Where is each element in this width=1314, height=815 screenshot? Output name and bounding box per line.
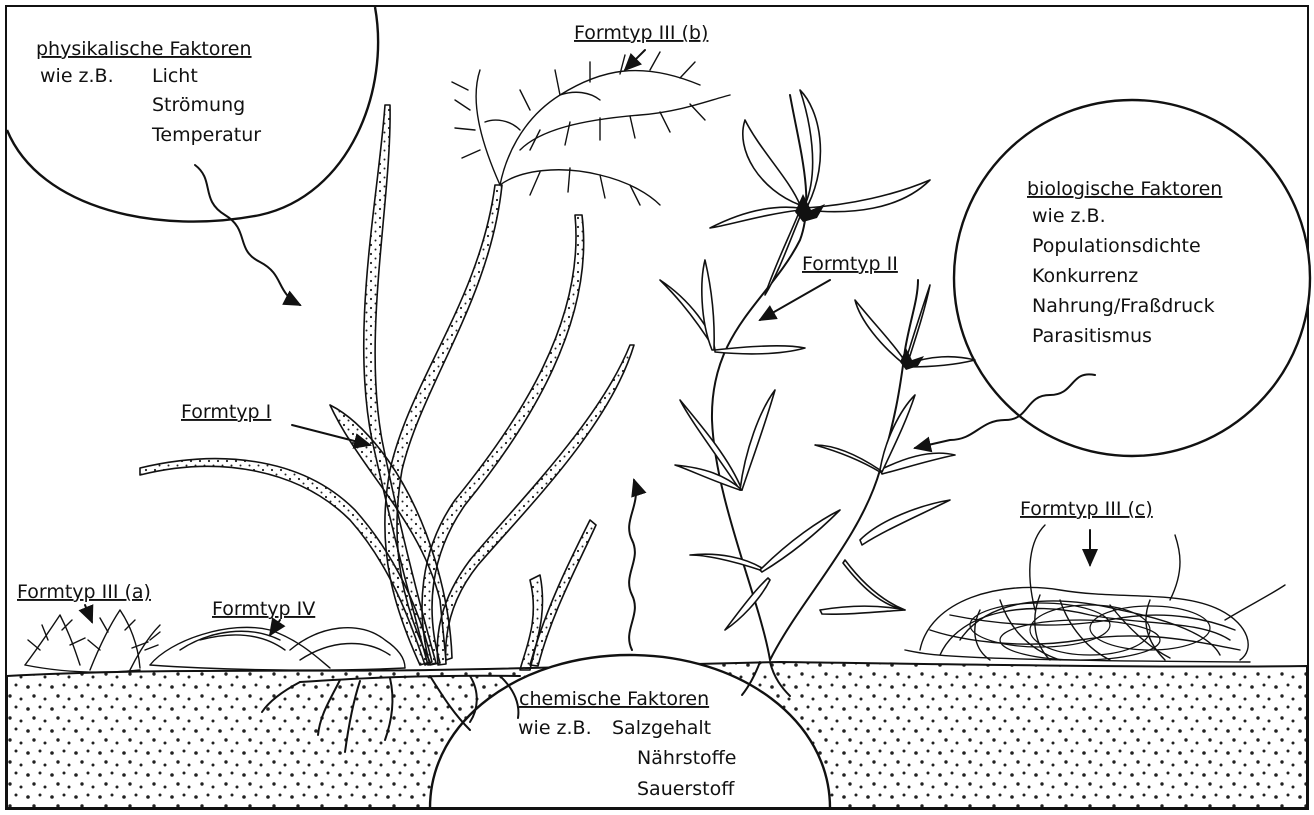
chemical-factor-item: Sauerstoff (637, 778, 735, 800)
formtyp-IIIa-plant (25, 610, 160, 672)
formtyp-II-label: Formtyp II (802, 253, 898, 275)
formtyp-IIIc-label: Formtyp III (c) (1020, 498, 1153, 520)
chemical-factor-item: Nährstoffe (637, 747, 736, 769)
formtyp-I-label: Formtyp I (181, 401, 271, 423)
biological-factor-item: Parasitismus (1032, 325, 1152, 347)
biological-factor-item: Konkurrenz (1032, 265, 1138, 287)
formtyp-IIIb-pointer (625, 50, 645, 70)
formtyp-IIIa-pointer (85, 605, 92, 622)
biological-factor-item: Nahrung/Fraßdruck (1032, 295, 1215, 317)
formtyp-II-plant (660, 90, 975, 660)
chemical-factors-title: chemische Faktoren (519, 688, 709, 710)
physical-factor-item: Temperatur (151, 124, 261, 146)
biological-factors-intro: wie z.B. (1032, 205, 1106, 227)
chemical-factor-item: Salzgehalt (612, 717, 711, 739)
formtyp-IIIb-label: Formtyp III (b) (574, 22, 708, 44)
physical-factors-intro: wie z.B. (40, 65, 114, 87)
formtyp-IIIa-label: Formtyp III (a) (17, 581, 151, 603)
formtyp-IV-label: Formtyp IV (212, 598, 315, 620)
chemical-factors-intro: wie z.B. (518, 717, 592, 739)
physical-factor-item: Strömung (152, 94, 245, 116)
physical-factor-item: Licht (152, 65, 198, 87)
physical-factors-title: physikalische Faktoren (36, 38, 252, 60)
formtyp-IV-plant (150, 627, 405, 670)
chemical-influence-arrow (629, 480, 636, 650)
formtyp-IIIc-plant (905, 525, 1285, 662)
biological-factors-title: biologische Faktoren (1027, 178, 1222, 200)
formtyp-IIIb-plant (452, 52, 730, 205)
biological-factor-item: Populationsdichte (1032, 235, 1201, 257)
